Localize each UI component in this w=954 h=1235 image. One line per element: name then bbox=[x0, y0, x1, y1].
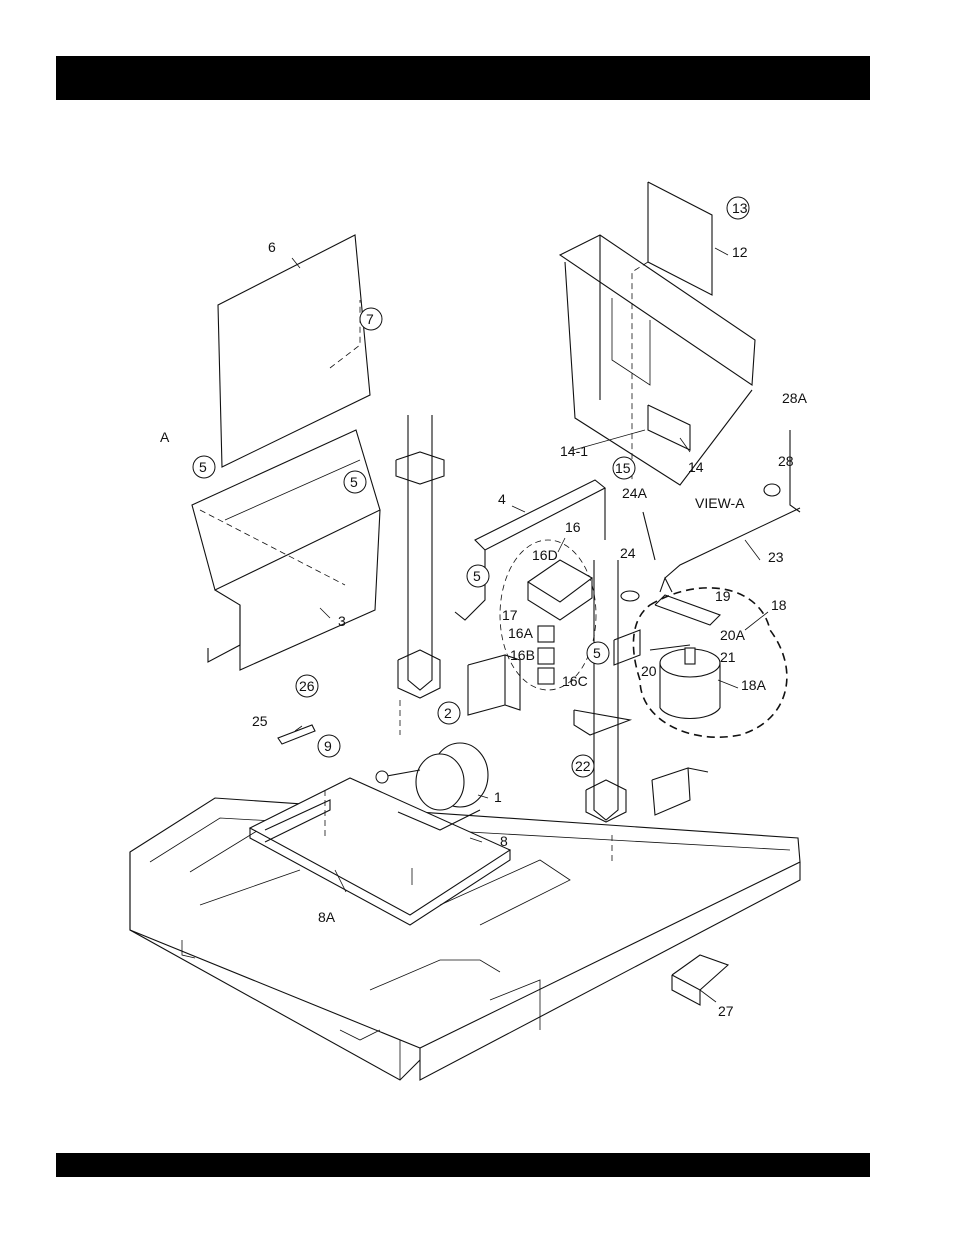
callout-16a: 16A bbox=[508, 625, 534, 641]
callout-8: 8 bbox=[500, 833, 508, 849]
control-rod bbox=[621, 430, 800, 601]
crossbar bbox=[455, 480, 605, 620]
callout-22: 22 bbox=[575, 758, 591, 774]
cover-panel bbox=[218, 235, 370, 467]
callout-7: 7 bbox=[366, 311, 374, 327]
callout-13: 13 bbox=[732, 200, 748, 216]
callout-17: 17 bbox=[502, 607, 518, 623]
callout-8a: 8A bbox=[318, 909, 336, 925]
callout-2: 2 bbox=[444, 705, 452, 721]
callout-5d: 5 bbox=[593, 645, 601, 661]
callout-16b: 16B bbox=[510, 647, 535, 663]
callout-18: 18 bbox=[771, 597, 787, 613]
callout-5c: 5 bbox=[473, 568, 481, 584]
callout-19: 19 bbox=[715, 588, 731, 604]
callout-16d: 16D bbox=[532, 547, 558, 563]
callout-27: 27 bbox=[718, 1003, 734, 1019]
view-a-label: VIEW-A bbox=[695, 495, 745, 511]
view-marker-a: A bbox=[160, 429, 170, 445]
callout-4: 4 bbox=[498, 491, 506, 507]
callout-16: 16 bbox=[565, 519, 581, 535]
callout-15: 15 bbox=[615, 460, 631, 476]
view-a-control-box bbox=[560, 182, 755, 485]
callout-20a: 20A bbox=[720, 627, 746, 643]
callout-14: 14 bbox=[688, 459, 704, 475]
callout-28a: 28A bbox=[782, 390, 808, 406]
callout-26: 26 bbox=[299, 678, 315, 694]
callout-18a: 18A bbox=[741, 677, 767, 693]
callout-21: 21 bbox=[720, 649, 736, 665]
callout-12: 12 bbox=[732, 244, 748, 260]
control-box-bracket bbox=[192, 430, 380, 670]
callout-9: 9 bbox=[324, 738, 332, 754]
callout-25: 25 bbox=[252, 713, 268, 729]
callout-1: 1 bbox=[494, 789, 502, 805]
callout-5b: 5 bbox=[350, 474, 358, 490]
callout-20: 20 bbox=[641, 663, 657, 679]
callout-3: 3 bbox=[338, 613, 346, 629]
callout-24a: 24A bbox=[622, 485, 648, 501]
callout-28: 28 bbox=[778, 453, 794, 469]
callout-16c: 16C bbox=[562, 673, 588, 689]
callout-14-1: 14-1 bbox=[560, 443, 588, 459]
callout-5a: 5 bbox=[199, 459, 207, 475]
callout-6: 6 bbox=[268, 239, 276, 255]
callout-24: 24 bbox=[620, 545, 636, 561]
callout-23: 23 bbox=[768, 549, 784, 565]
